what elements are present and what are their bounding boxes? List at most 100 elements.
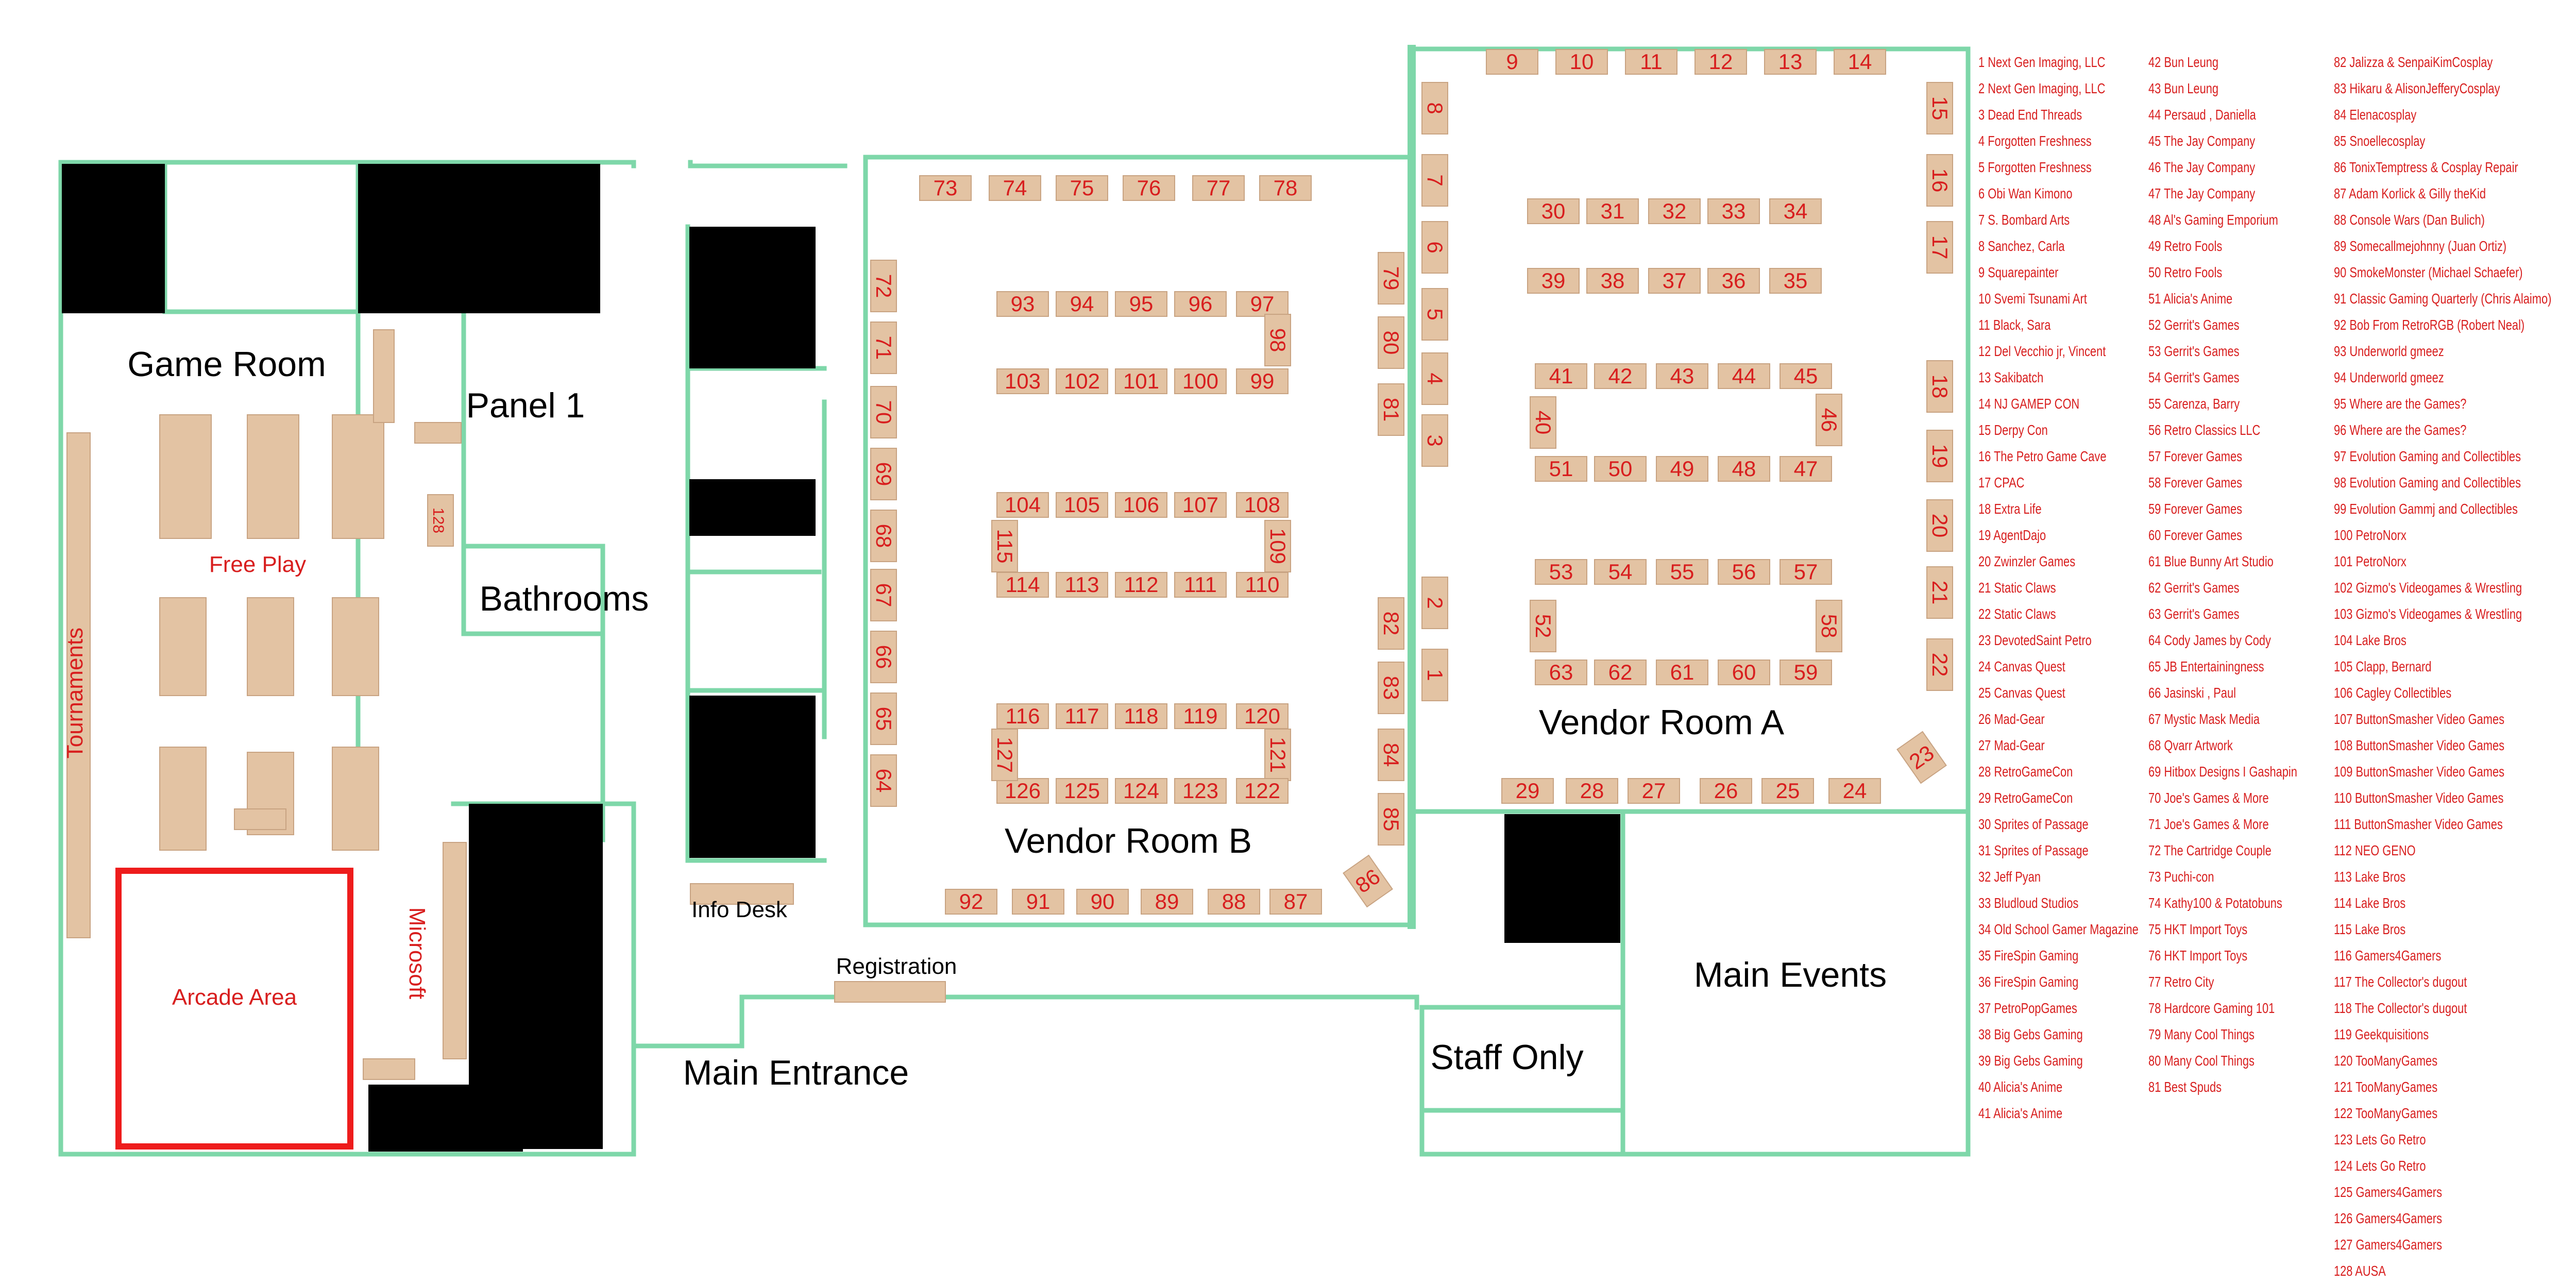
booth[interactable]: 19 [1926,430,1953,482]
booth-box[interactable] [1535,660,1587,685]
booth-box[interactable] [1236,703,1289,729]
booth-box[interactable] [1269,889,1322,915]
booth-box[interactable] [1926,638,1953,691]
booth-box[interactable] [1566,778,1618,804]
booth[interactable]: 31 [1586,198,1639,224]
booth-box[interactable] [1926,360,1953,413]
booth[interactable]: 112 [1115,572,1167,598]
booth-box[interactable] [945,889,997,915]
booth-box[interactable] [1501,778,1554,804]
booth[interactable]: 86 [1343,854,1393,908]
booth-box[interactable] [996,703,1049,729]
booth[interactable]: 80 [1378,316,1404,369]
booth[interactable]: 71 [870,322,897,374]
booth[interactable]: 24 [1828,778,1881,804]
booth-box[interactable] [1530,396,1556,449]
booth-box[interactable] [1115,291,1167,317]
booth-box[interactable] [427,494,454,547]
booth-box[interactable] [996,572,1049,598]
booth-box[interactable] [1828,778,1881,804]
booth[interactable]: 3 [1421,414,1448,467]
booth[interactable]: 36 [1707,268,1760,294]
booth-box[interactable] [1264,729,1291,781]
booth[interactable]: 58 [1816,600,1842,652]
booth[interactable]: 32 [1648,198,1701,224]
booth-box[interactable] [1174,572,1227,598]
booth[interactable]: 17 [1926,221,1953,274]
booth-box[interactable] [1056,291,1108,317]
booth[interactable]: 101 [1115,368,1167,394]
booth-box[interactable] [870,260,897,312]
booth-box[interactable] [1421,649,1448,701]
booth-box[interactable] [1259,175,1312,201]
booth-box[interactable] [1486,49,1538,75]
booth[interactable]: 114 [996,572,1049,598]
booth-box[interactable] [1718,660,1770,685]
booth[interactable]: 72 [870,260,897,312]
booth-box[interactable] [1527,198,1580,224]
booth[interactable]: 67 [870,569,897,621]
booth[interactable]: 53 [1535,559,1587,585]
booth[interactable]: 42 [1594,363,1647,389]
booth[interactable]: 95 [1115,291,1167,317]
booth[interactable]: 44 [1718,363,1770,389]
booth-box[interactable] [1707,198,1760,224]
booth[interactable]: 74 [989,175,1041,201]
booth[interactable]: 28 [1566,778,1618,804]
booth-box[interactable] [1056,492,1108,518]
booth-box[interactable] [1764,49,1817,75]
booth[interactable]: 103 [996,368,1049,394]
booth-box[interactable] [1056,175,1108,201]
booth-box[interactable] [1594,363,1647,389]
booth-box[interactable] [1718,363,1770,389]
booth-box[interactable] [1421,414,1448,467]
booth-box[interactable] [989,175,1041,201]
booth[interactable]: 100 [1174,368,1227,394]
booth[interactable]: 5 [1421,288,1448,341]
booth[interactable]: 96 [1174,291,1227,317]
booth[interactable]: 116 [996,703,1049,729]
booth-box[interactable] [991,520,1018,572]
booth-box[interactable] [1421,352,1448,405]
booth-box[interactable] [1594,660,1647,685]
booth[interactable]: 13 [1764,49,1817,75]
booth[interactable]: 49 [1656,456,1708,482]
booth[interactable]: 104 [996,492,1049,518]
booth-box[interactable] [1421,577,1448,629]
booth-box[interactable] [1769,268,1822,294]
booth[interactable]: 59 [1780,660,1832,685]
booth-box[interactable] [1656,363,1708,389]
booth-box[interactable] [1378,729,1404,781]
booth-box[interactable] [1780,363,1832,389]
booth-box[interactable] [1421,154,1448,207]
booth-box[interactable] [1264,314,1291,366]
booth-box[interactable] [919,175,972,201]
booth-box[interactable] [870,322,897,374]
booth[interactable]: 97 [1236,291,1289,317]
booth-box[interactable] [1141,889,1193,915]
booth-box[interactable] [1378,316,1404,369]
booth[interactable]: 82 [1378,597,1404,650]
booth-box[interactable] [1594,456,1647,482]
booth-box[interactable] [1535,363,1587,389]
booth[interactable]: 78 [1259,175,1312,201]
booth[interactable]: 8 [1421,82,1448,134]
booth[interactable]: 120 [1236,703,1289,729]
booth[interactable]: 125 [1056,778,1108,804]
booth-box[interactable] [1816,600,1842,652]
booth-box[interactable] [1648,268,1701,294]
booth[interactable]: 123 [1174,778,1227,804]
booth-box[interactable] [1174,368,1227,394]
booth[interactable]: 21 [1926,566,1953,619]
booth[interactable]: 88 [1208,889,1260,915]
booth-box[interactable] [996,368,1049,394]
booth[interactable]: 23 [1896,731,1947,784]
booth[interactable]: 76 [1123,175,1175,201]
booth[interactable]: 64 [870,754,897,807]
booth-box[interactable] [1115,778,1167,804]
booth[interactable]: 22 [1926,638,1953,691]
booth-box[interactable] [1236,778,1289,804]
booth-box[interactable] [870,754,897,807]
booth[interactable]: 94 [1056,291,1108,317]
booth[interactable]: 81 [1378,383,1404,436]
